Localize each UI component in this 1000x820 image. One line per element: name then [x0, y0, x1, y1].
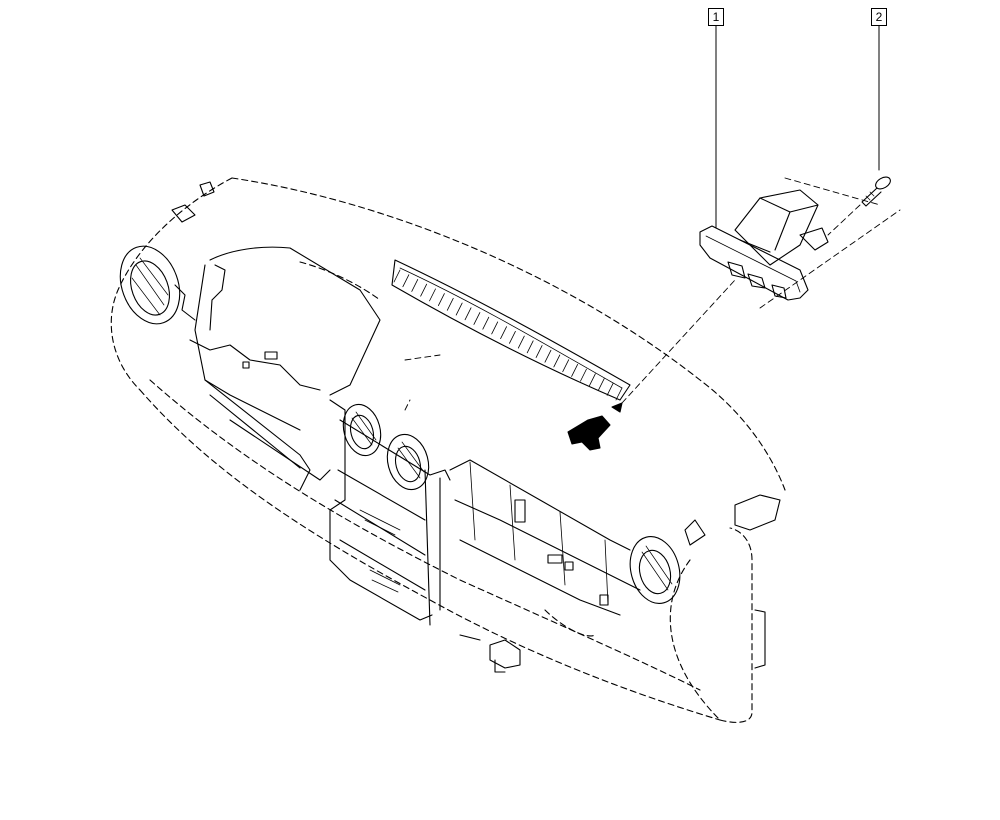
part-1-bracket [699, 189, 829, 301]
grille-slat [517, 335, 525, 349]
grille-slat [473, 312, 481, 325]
grille-slat [402, 274, 410, 288]
cluster-hood [174, 246, 381, 431]
leader-lines [715, 25, 880, 229]
grille-slat [464, 307, 472, 321]
right-air-vent [629, 536, 681, 604]
grille-slats [393, 269, 623, 401]
grille-slat [500, 326, 507, 340]
grille-slat [535, 345, 543, 358]
defrost-grille [391, 259, 631, 401]
grille-slat [544, 349, 552, 363]
grille-slat [597, 378, 605, 391]
projection-lines [404, 177, 901, 411]
grille-slat [588, 373, 596, 387]
grille-slat [411, 279, 419, 292]
dash-frame [171, 181, 781, 673]
grille-slat [606, 382, 614, 396]
dashboard-outline [110, 177, 786, 723]
left-air-vent [119, 245, 181, 325]
callout-1: 1 [708, 8, 724, 26]
grille-slat [429, 288, 436, 302]
grille-slat [615, 387, 623, 401]
grille-slat [393, 269, 401, 283]
grille-slat [420, 283, 428, 297]
grille-slat [580, 368, 587, 382]
center-sensor [567, 402, 623, 451]
grille-slat [455, 302, 463, 316]
callout-2: 2 [871, 8, 887, 26]
grille-slat [491, 321, 499, 335]
grille-slat [446, 297, 454, 311]
grille-slat [562, 359, 570, 373]
grille-slat [509, 330, 516, 344]
grille-slat [553, 354, 561, 368]
grille-slat [526, 340, 534, 354]
grille-slat [571, 364, 578, 377]
grille-slat [482, 316, 490, 330]
grille-slat [438, 293, 445, 306]
center-air-vents [342, 403, 430, 491]
part-2-screw [861, 176, 891, 207]
